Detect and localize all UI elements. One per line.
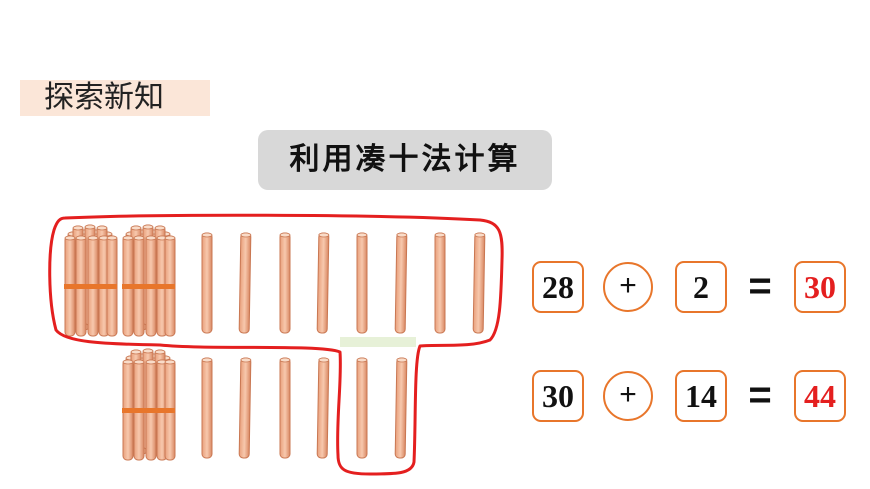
single-stick <box>279 357 291 459</box>
single-stick <box>238 357 252 459</box>
plus-sign: + <box>603 371 653 421</box>
addend-box: 28 <box>532 261 584 313</box>
method-title: 利用凑十法计算 <box>258 130 552 190</box>
grouping-circle <box>48 213 504 476</box>
bundle-of-ten <box>122 225 175 336</box>
equals-sign: = <box>748 264 772 308</box>
single-stick <box>434 232 446 334</box>
equals-sign: = <box>748 373 772 417</box>
section-tag: 探索新知 <box>20 80 210 116</box>
single-stick <box>394 357 408 459</box>
single-stick <box>316 232 330 334</box>
single-stick <box>316 357 330 459</box>
single-stick <box>201 232 213 334</box>
single-stick <box>356 357 368 459</box>
single-stick <box>201 357 213 459</box>
single-stick <box>279 232 291 334</box>
bundle-of-ten <box>64 225 117 336</box>
addend-box: 30 <box>532 370 584 422</box>
addend-box: 14 <box>675 370 727 422</box>
single-stick <box>472 232 486 334</box>
plus-sign: + <box>603 262 653 312</box>
single-stick <box>356 232 368 334</box>
single-stick <box>238 232 252 334</box>
single-stick <box>394 232 408 334</box>
addend-box: 2 <box>675 261 727 313</box>
highlight-mark <box>340 337 416 347</box>
result-box: 44 <box>794 370 846 422</box>
result-box: 30 <box>794 261 846 313</box>
bundle-of-ten <box>122 349 175 460</box>
